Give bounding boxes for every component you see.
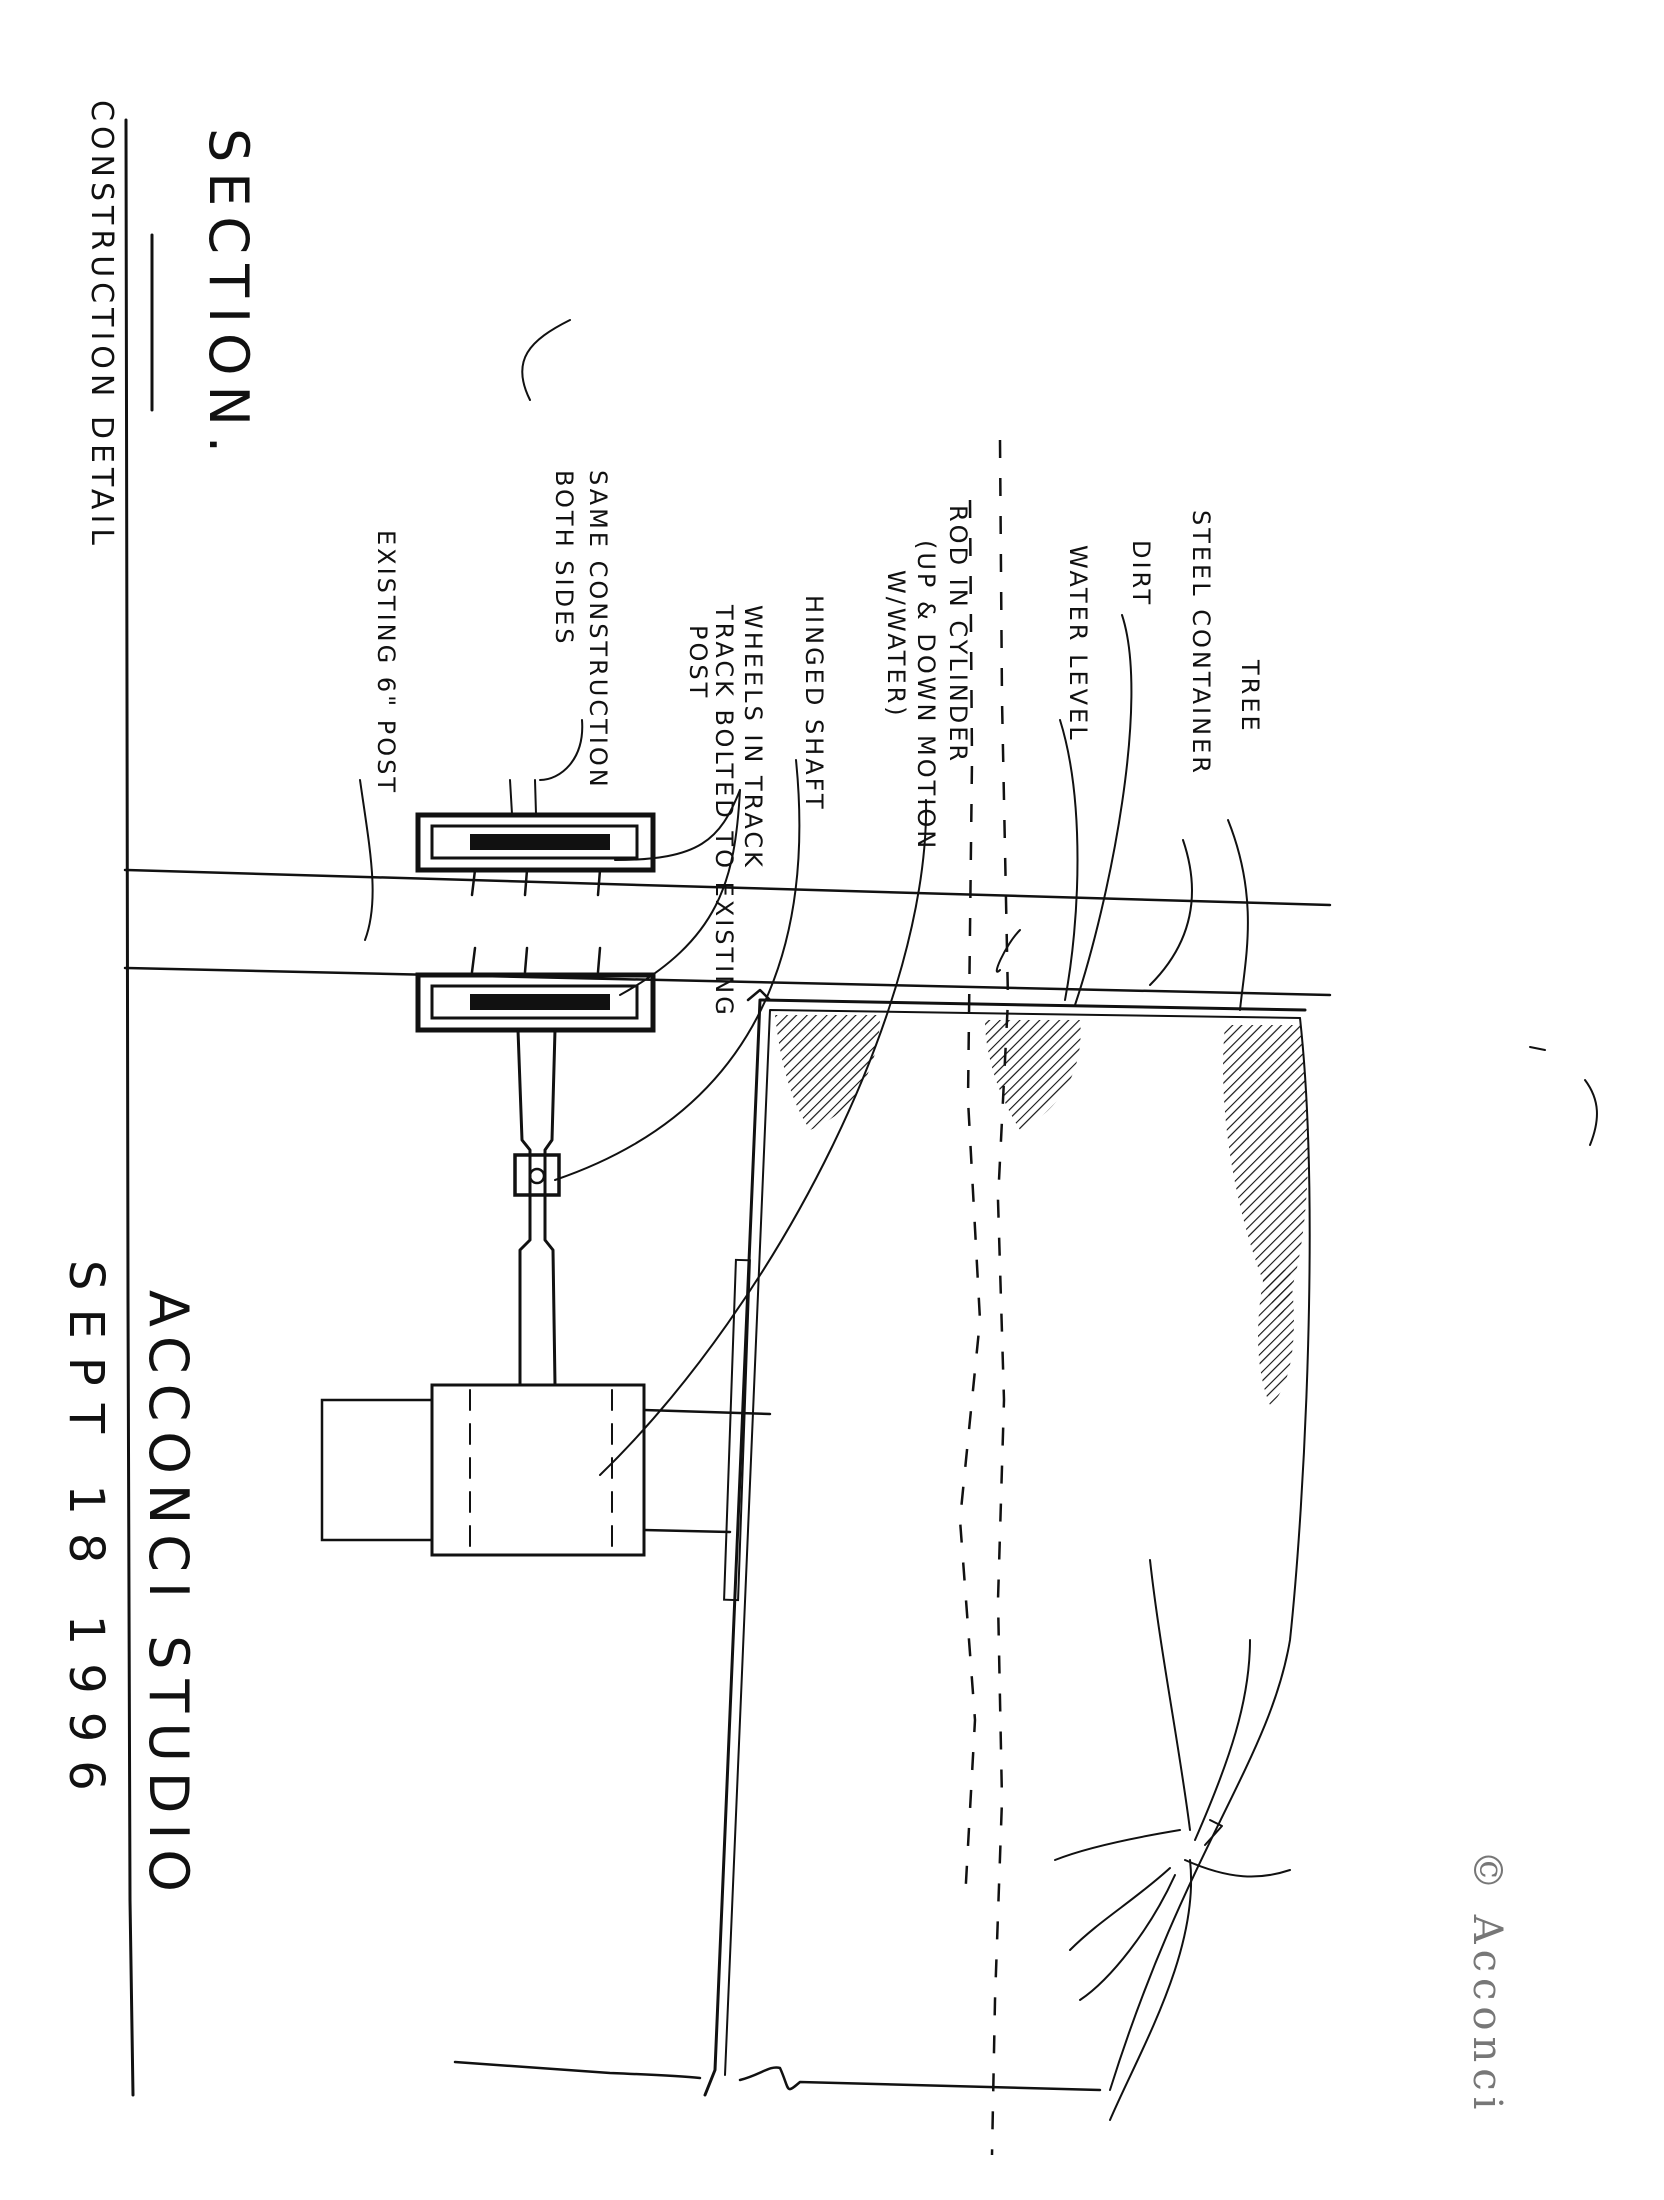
label-tree: TREE: [1236, 659, 1264, 734]
dirt-hatching: [775, 1015, 1309, 1405]
shaft-left-edge: [516, 1028, 532, 1387]
steel-container: [703, 998, 1311, 2097]
hinged-shaft: [513, 1028, 561, 1387]
label-wheels-line1: WHEELS IN TRACK: [739, 605, 767, 870]
upper-stud-1: [509, 779, 513, 815]
label-wheels-line3: POST: [684, 625, 712, 700]
callout-labels: TREE STEEL CONTAINER DIRT WATER LEVEL RO…: [372, 470, 1264, 1018]
leader-hinged-shaft: [554, 759, 801, 1181]
shaft-right-edge: [543, 1028, 557, 1387]
upper-bolt-1: [470, 868, 477, 897]
dirt-patch-2: [985, 1020, 1081, 1130]
dirt-patch-3: [1223, 1025, 1309, 1320]
tree-roots: [1054, 1559, 1291, 2121]
margin-mark-2: [1529, 1046, 1546, 1051]
container-track: [723, 1258, 751, 1602]
root-6: [1149, 1559, 1191, 1831]
label-hinged-shaft: HINGED SHAFT: [800, 595, 828, 812]
leader-steel-container: [1149, 839, 1193, 986]
root-4: [1079, 1874, 1176, 2001]
root-3: [1184, 1859, 1291, 1878]
root-1: [1109, 1859, 1193, 2121]
upper-bracket-inner: [430, 824, 639, 860]
upper-stud-2: [534, 779, 537, 815]
lower-bolt-1: [470, 946, 477, 974]
section-title: SECTION.: [197, 128, 260, 463]
leader-wheels-upper: [614, 789, 741, 861]
upper-bolt-2: [523, 868, 529, 897]
label-dirt: DIRT: [1127, 540, 1155, 607]
upper-bolt-3: [596, 868, 602, 897]
copyright-signature: © Acconci: [1464, 1850, 1510, 2115]
container-lip: [746, 988, 772, 1002]
root-7: [1194, 1639, 1251, 1841]
post-edge-top: [123, 868, 1332, 907]
lower-bolt-2: [523, 946, 529, 974]
upper-bracket-wheel: [470, 834, 610, 850]
title-block: SECTION. CONSTRUCTION DETAIL: [84, 100, 260, 2097]
label-rod-line3: W/WATER): [882, 570, 910, 719]
rod-line-bottom: [642, 1528, 732, 1534]
rod-line-top: [642, 1408, 772, 1416]
container-wall-inner: [724, 1009, 1301, 2076]
label-existing-post: EXISTING 6" POST: [372, 530, 400, 795]
water-level-line: [990, 439, 1010, 2156]
root-arrow: [1204, 1819, 1223, 1846]
leader-existing-post: [359, 779, 374, 941]
leader-dirt: [1074, 614, 1133, 1006]
leader-same-top: [521, 319, 571, 401]
ground-left: [453, 2060, 702, 2080]
label-wheels-line2: TRACK BOLTED TO EXISTING: [710, 604, 738, 1018]
lower-bolt-3: [596, 946, 602, 974]
upper-bracket: [415, 779, 656, 897]
ground-lines: [453, 988, 1102, 2092]
root-5: [1069, 1867, 1171, 1951]
root-2: [1054, 1829, 1181, 1861]
studio-date: SEPT 18 1996: [58, 1260, 114, 1809]
post-edge-bottom: [123, 966, 1332, 997]
leader-water-arrow: [995, 929, 1021, 973]
existing-post: [123, 868, 1332, 997]
leader-tree: [1227, 819, 1249, 1011]
dirt-patch-4: [1258, 1270, 1294, 1405]
label-rod-line1: ROD IN CYLINDER: [944, 505, 972, 764]
water-surface-line: [958, 499, 982, 1901]
lower-bracket-inner: [430, 984, 639, 1020]
container-wall: [703, 998, 1307, 2097]
tree-mass-outline: [1109, 1017, 1311, 2091]
studio-block: ACCONCI STUDIO SEPT 18 1996: [58, 1260, 200, 1902]
lower-bracket: [415, 946, 656, 1033]
leader-rod: [599, 799, 928, 1476]
label-steel-container: STEEL CONTAINER: [1187, 510, 1215, 776]
leader-water-level: [1059, 719, 1079, 1001]
ground-right: [738, 2066, 1102, 2092]
upper-bracket-outer: [415, 812, 656, 873]
leader-same-bottom: [539, 719, 584, 781]
shaft-hinge: [513, 1153, 561, 1197]
label-same-line1: SAME CONSTRUCTION: [584, 470, 612, 790]
dirt-patch-1: [775, 1015, 880, 1130]
construction-detail-title: CONSTRUCTION DETAIL: [84, 100, 119, 550]
rod-left-stub: [320, 1398, 434, 1542]
lower-bracket-outer: [415, 972, 656, 1033]
studio-name: ACCONCI STUDIO: [137, 1290, 200, 1902]
margin-mark-1: [1584, 1079, 1598, 1146]
title-rule: [124, 118, 135, 2097]
label-water-level: WATER LEVEL: [1064, 545, 1092, 743]
cylinder-assembly: [320, 1383, 772, 1557]
hinge-pin: [528, 1167, 546, 1185]
lower-bracket-wheel: [470, 994, 610, 1010]
margin-marks: [1529, 1046, 1598, 1146]
label-same-line2: BOTH SIDES: [550, 470, 578, 646]
